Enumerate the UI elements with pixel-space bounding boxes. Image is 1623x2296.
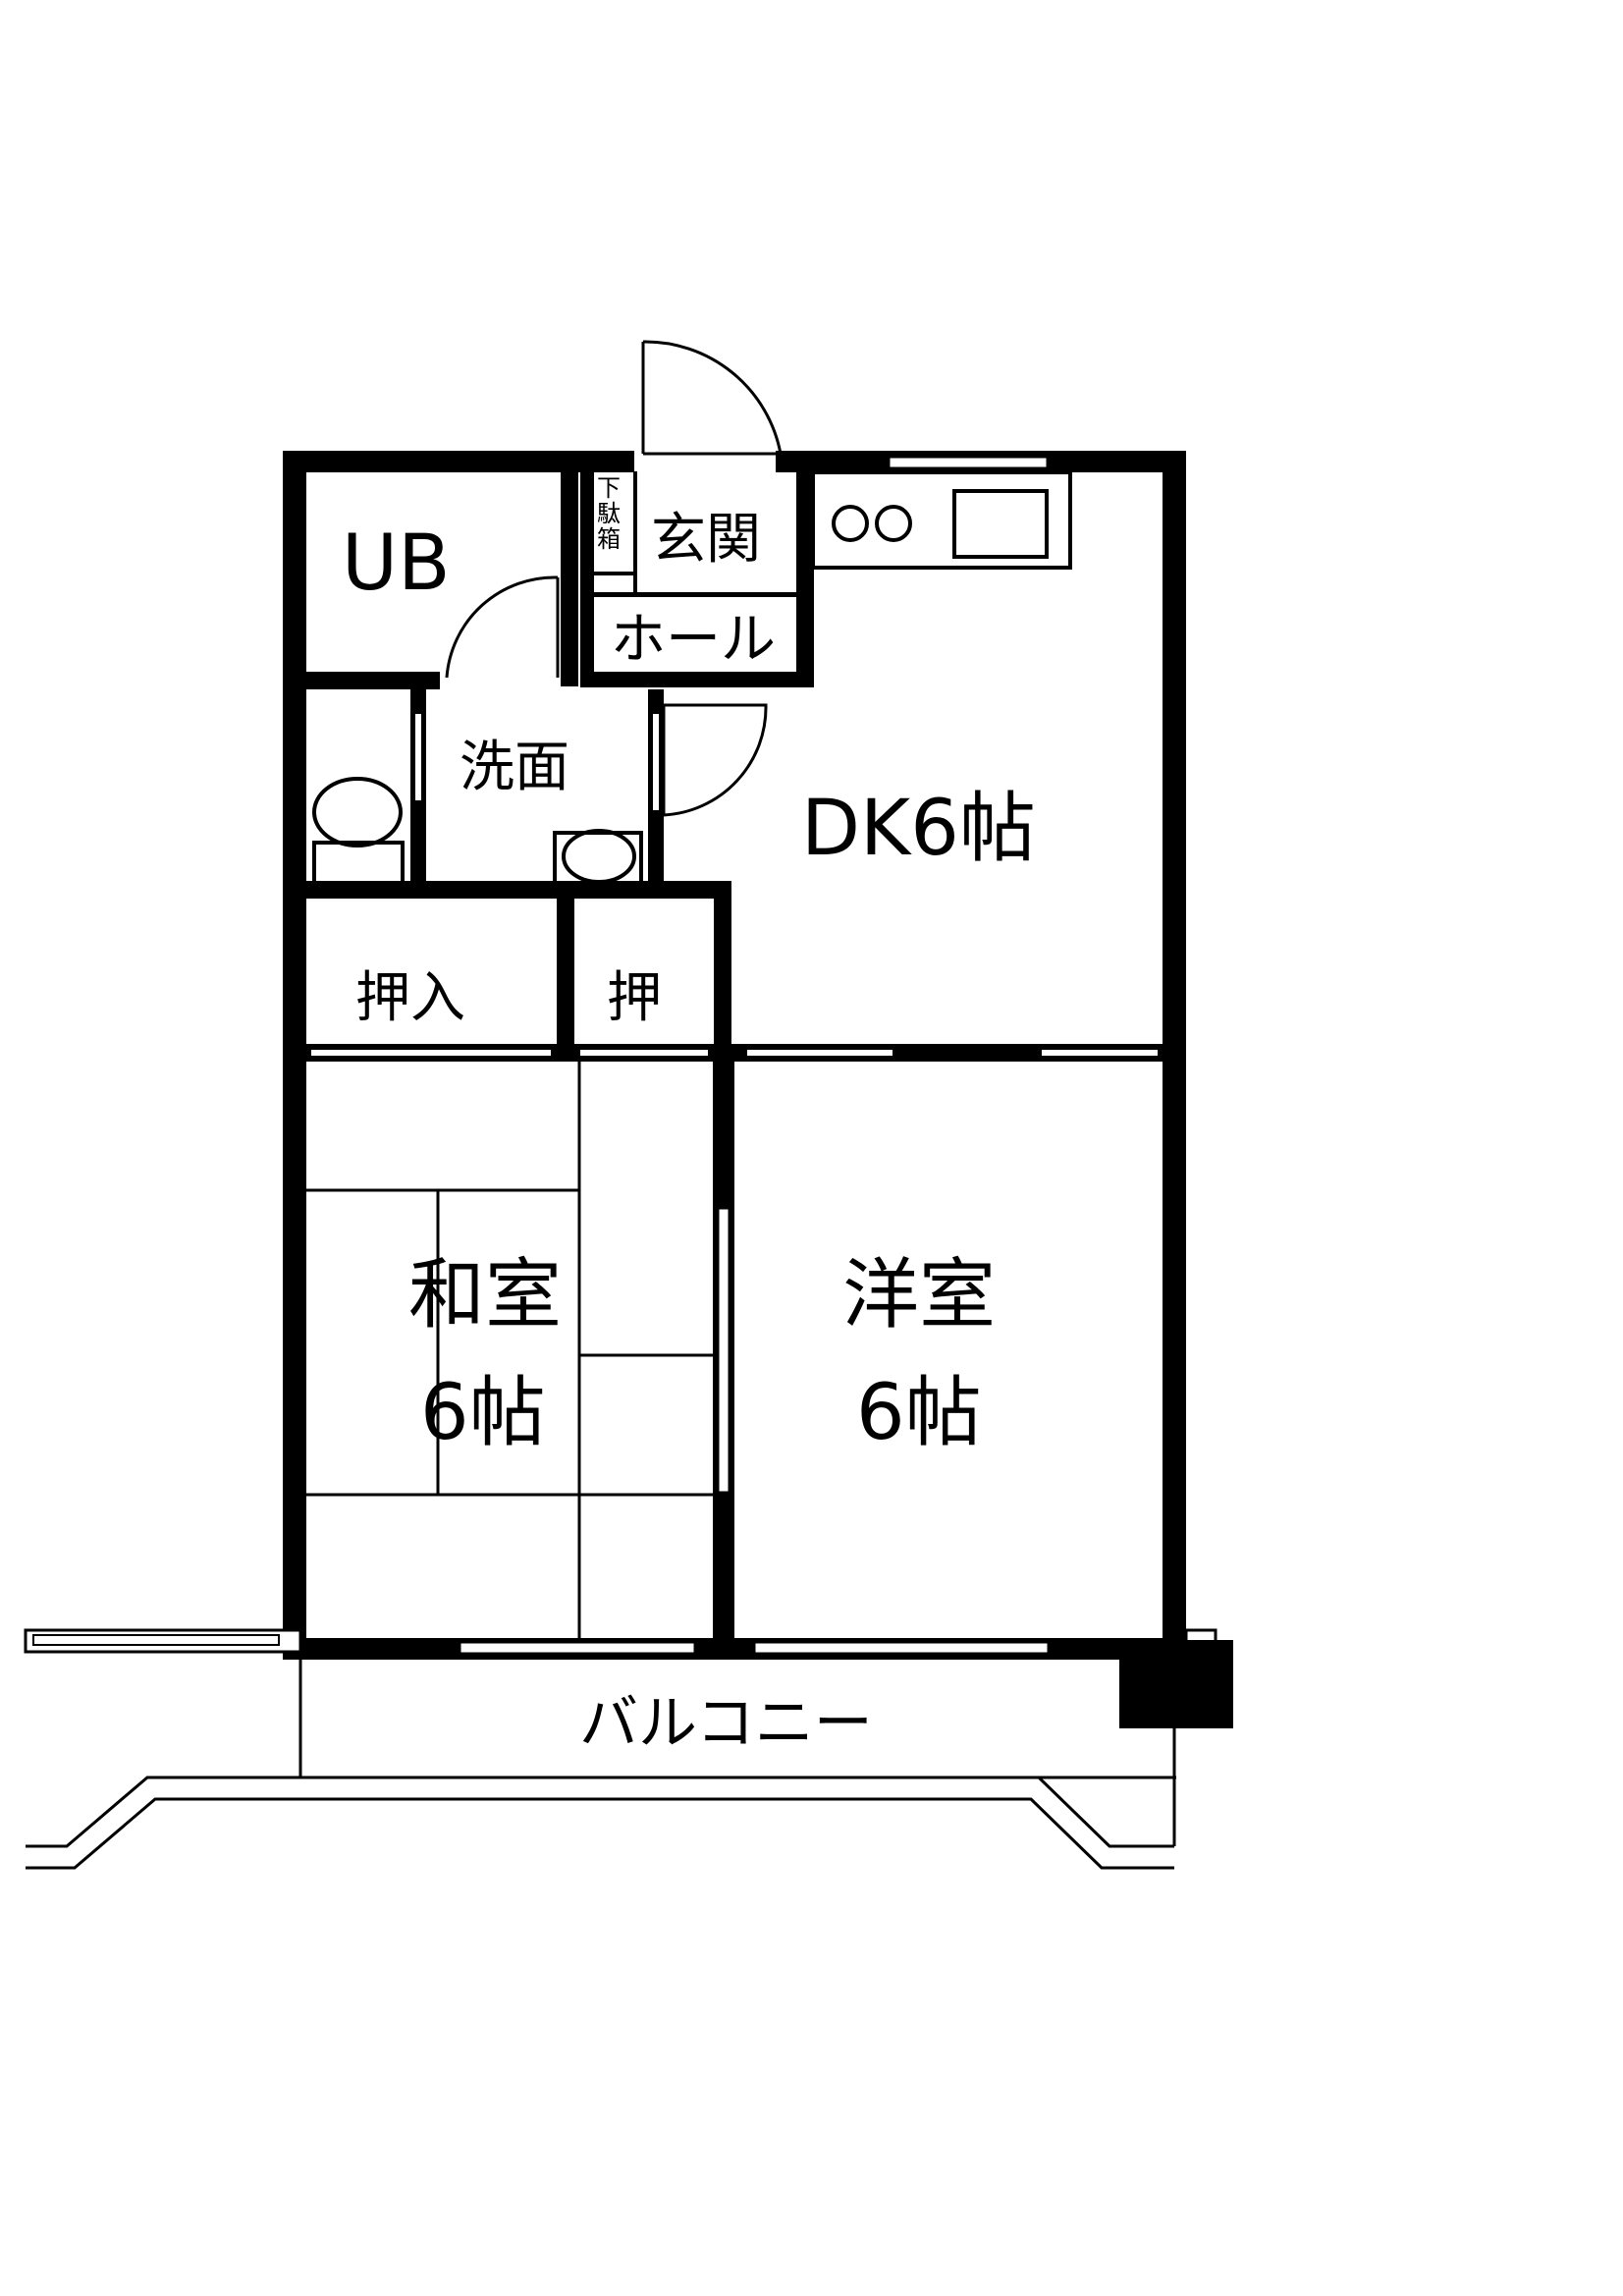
entrance-door-icon — [641, 340, 783, 456]
entrance-label: 玄関 — [651, 508, 761, 572]
top-window — [887, 455, 1050, 470]
wall-top-left — [283, 451, 634, 472]
wall-closet-top — [283, 881, 730, 899]
closet-large-label: 押入 — [355, 966, 465, 1030]
balcony-label: バルコニー — [579, 1689, 873, 1758]
wall-ub-right — [561, 451, 578, 686]
wall-hall-left — [580, 451, 594, 686]
wall-bottom — [283, 1638, 1186, 1660]
shoe-cabinet-label: 下駄箱 — [597, 474, 621, 553]
western-room-name: 洋室 — [842, 1251, 996, 1339]
hall-label: ホール — [611, 608, 776, 672]
washbasin-icon — [553, 829, 643, 894]
washroom-label: 洗面 — [460, 736, 569, 799]
shoe-cabinet-text: 下駄箱 — [597, 474, 621, 553]
balcony-outline — [26, 1776, 1174, 1848]
wall-shoe-bottom — [580, 572, 635, 575]
sliding-door-rooms — [716, 1206, 731, 1495]
closet-openings — [309, 1048, 1160, 1058]
wash-door-icon — [662, 703, 768, 817]
wall-ub-bottom — [283, 672, 440, 689]
dk-label: DK6帖 — [801, 785, 1036, 873]
wall-hall-bottom — [580, 672, 814, 687]
tatami-lines — [306, 1062, 713, 1638]
room-labels: UB 玄関 ホール 洗面 DK6帖 押入 押 和室 6帖 洋室 6帖 バルコニー — [342, 508, 1036, 1758]
wall-shoe-box — [633, 471, 637, 593]
balcony — [24, 1628, 1233, 1870]
wash-openings — [413, 712, 661, 812]
japanese-room-name: 和室 — [408, 1251, 562, 1339]
wall-closet-divider — [557, 899, 574, 1056]
wall-closet-right — [714, 881, 731, 1058]
japanese-room-size: 6帖 — [420, 1369, 546, 1457]
stove-icon — [811, 470, 1072, 570]
wall-hall-mid — [580, 592, 796, 597]
balcony-column — [1119, 1640, 1233, 1728]
balcony-windows — [458, 1640, 1051, 1656]
closet-small-label: 押 — [607, 966, 662, 1030]
wall-hall-right — [796, 451, 814, 686]
western-room-size: 6帖 — [856, 1369, 982, 1457]
toilet-icon — [312, 777, 405, 890]
ub-door-icon — [445, 575, 560, 679]
balcony-rail-left-inner — [32, 1634, 280, 1646]
ub-label: UB — [342, 519, 451, 608]
